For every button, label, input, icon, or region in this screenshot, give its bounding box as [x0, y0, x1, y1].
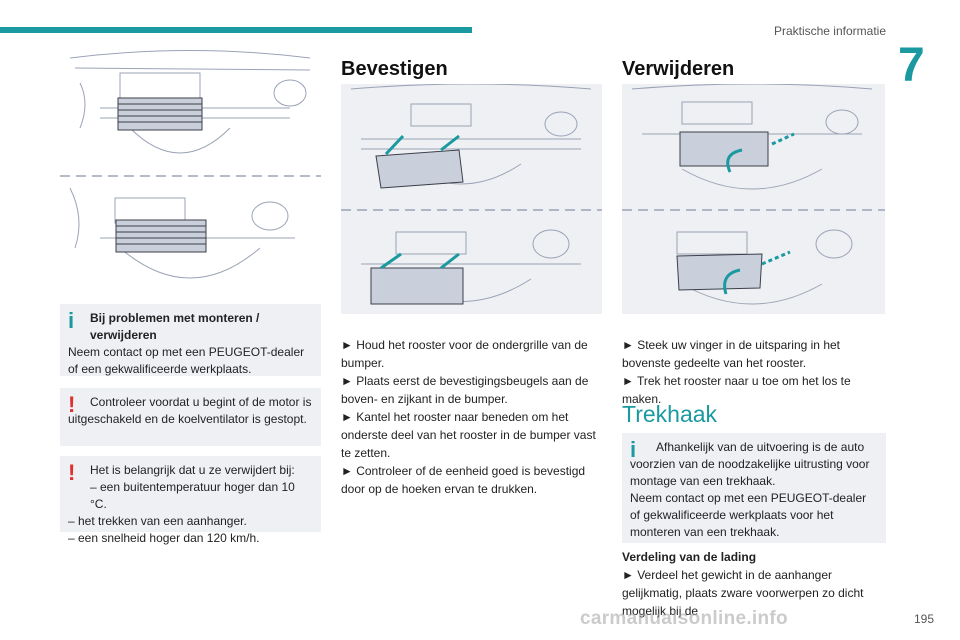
warning-box-removal: ! Het is belangrijk dat u ze verwijdert … [60, 456, 321, 545]
subheading: Verdeling van de lading [622, 550, 757, 564]
chapter-number: 7 [898, 39, 925, 92]
info-box-title: Bij problemen met monteren / verwijderen [90, 311, 260, 342]
step-text: ► Trek het rooster naar u toe om het los… [622, 374, 851, 406]
warning-box-intro: Het is belangrijk dat u ze verwijdert bi… [90, 463, 295, 477]
info-icon: i [68, 308, 75, 333]
warning-icon: ! [68, 460, 76, 485]
grille-illustration-mount [341, 84, 602, 314]
warning-box-text: Controleer voordat u begint of de motor … [68, 395, 312, 426]
load-distribution: Verdeling van de lading ► Verdeel het ge… [622, 548, 886, 620]
section-title: Praktische informatie [773, 24, 886, 38]
watermark: carmanualsonline.info [580, 608, 788, 629]
heading-verwijderen: Verwijderen [622, 58, 735, 80]
warning-list-item: – het trekken van een aanhanger. [68, 514, 247, 528]
info-icon: i [630, 437, 637, 462]
heading-trekhaak: Trekhaak [622, 401, 718, 427]
info-box-text: Neem contact op met een PEUGEOT-dealer o… [68, 345, 305, 376]
info-box-problems: i Bij problemen met monteren / verwijder… [60, 304, 321, 376]
info-box-lead: Afhankelijk van de uitvoering is de auto… [630, 440, 870, 488]
warning-box-engine: ! Controleer voordat u begint of de moto… [60, 388, 321, 446]
warning-list-item: – een buitentemperatuur hoger dan 10 °C. [90, 480, 295, 511]
step-text: ► Steek uw vinger in de uitsparing in he… [622, 338, 840, 370]
step-text: ► Plaats eerst de bevestigingsbeugels aa… [341, 374, 589, 406]
step-text: ► Houd het rooster voor de ondergrille v… [341, 338, 588, 370]
info-box-trekhaak: i Afhankelijk van de uitvoering is de au… [622, 433, 886, 543]
grille-illustration-left [60, 48, 321, 291]
grille-illustration-remove [622, 84, 885, 314]
header-accent-bar [0, 27, 472, 33]
remove-steps: ► Steek uw vinger in de uitsparing in he… [622, 336, 886, 408]
warning-list-item: – een snelheid hoger dan 120 km/h. [68, 531, 260, 545]
mount-steps: ► Houd het rooster voor de ondergrille v… [341, 336, 606, 498]
page-number: 195 [914, 612, 935, 626]
step-text: ► Controleer of de eenheid goed is beves… [341, 464, 586, 496]
info-box-text: Neem contact op met een PEUGEOT-dealer o… [630, 491, 867, 539]
heading-bevestigen: Bevestigen [341, 58, 448, 80]
step-text: ► Kantel het rooster naar beneden om het… [341, 410, 596, 460]
warning-icon: ! [68, 392, 76, 417]
subtext: ► Verdeel het gewicht in de aanhanger ge… [622, 568, 864, 618]
